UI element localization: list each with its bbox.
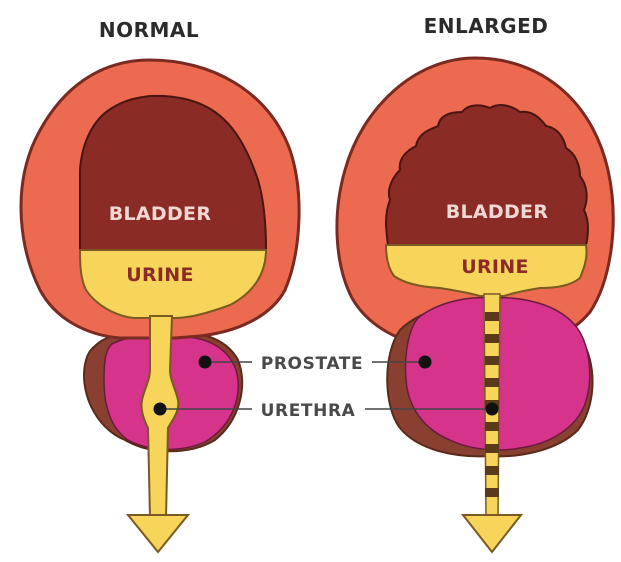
enlarged-urethra-marker bbox=[486, 403, 499, 416]
normal-urine-label: URINE bbox=[126, 264, 194, 286]
prostate-callout-label: PROSTATE bbox=[261, 354, 363, 374]
normal-bladder-figure: BLADDER URINE bbox=[21, 60, 299, 552]
enlarged-prostate-marker bbox=[419, 356, 432, 369]
normal-urethra-marker bbox=[154, 403, 167, 416]
enlarged-flow-arrow bbox=[463, 515, 521, 552]
title-enlarged: ENLARGED bbox=[424, 14, 549, 38]
normal-prostate-marker bbox=[199, 356, 212, 369]
enlarged-bladder-figure: BLADDER URINE bbox=[337, 58, 613, 552]
urethra-callout-label: URETHRA bbox=[261, 401, 356, 421]
title-normal: NORMAL bbox=[99, 18, 199, 42]
enlarged-bladder-label: BLADDER bbox=[446, 201, 549, 223]
normal-flow-arrow bbox=[128, 515, 188, 552]
normal-bladder-label: BLADDER bbox=[109, 203, 212, 225]
enlarged-urine-label: URINE bbox=[461, 256, 529, 278]
